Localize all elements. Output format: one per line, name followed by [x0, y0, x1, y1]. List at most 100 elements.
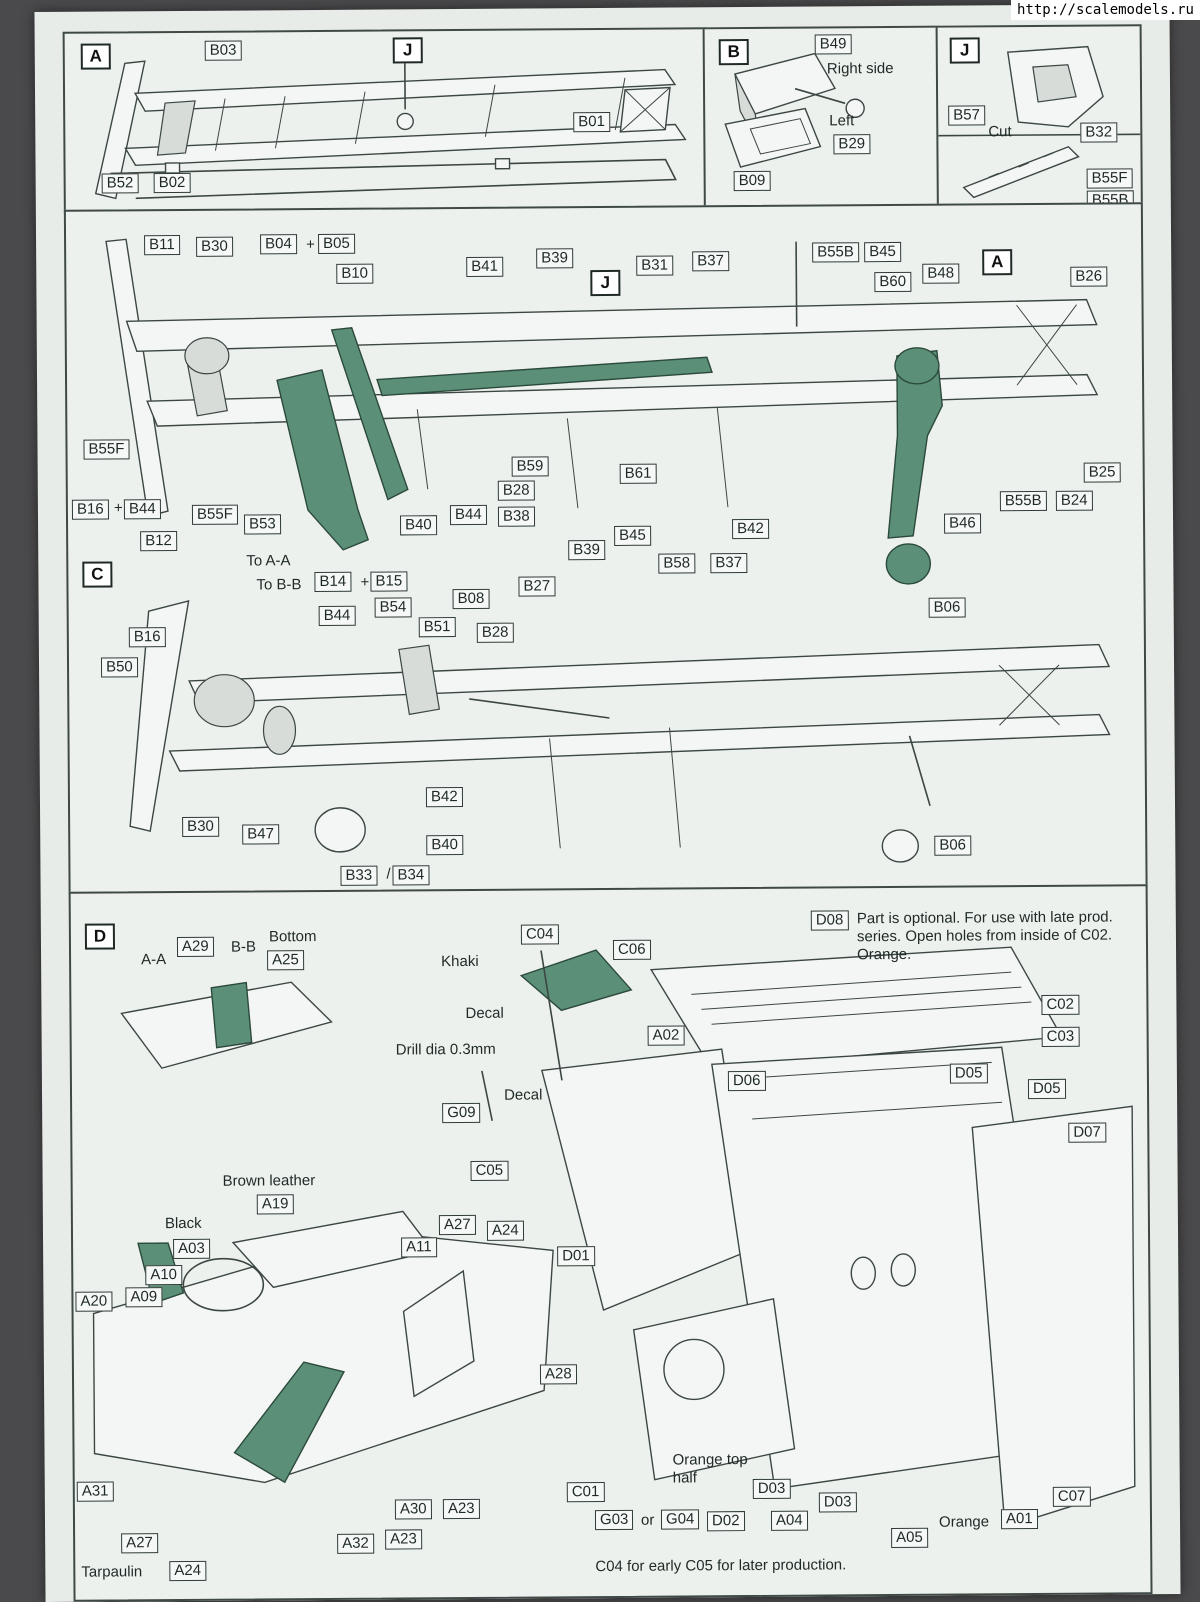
part-label: D03 — [752, 1478, 791, 1500]
part-label: B40 — [399, 515, 437, 536]
part-label: B32 — [1080, 122, 1118, 143]
brown-leather-note: Brown leather — [222, 1172, 316, 1190]
part-label: B55F — [1086, 168, 1133, 189]
part-label: B09 — [733, 170, 771, 192]
part-label: B28 — [476, 622, 514, 643]
j-reference-box: J — [590, 269, 621, 297]
part-label: B30 — [182, 816, 219, 837]
part-label: C02 — [1041, 994, 1080, 1015]
part-label: B46 — [943, 513, 981, 534]
decal-note: Decal — [465, 1004, 504, 1022]
part-label: B06 — [934, 835, 972, 856]
part-label: A24 — [169, 1560, 207, 1582]
part-label: A24 — [486, 1220, 524, 1241]
part-label: B41 — [466, 256, 504, 277]
part-label: C03 — [1041, 1026, 1080, 1047]
step-a-box: A — [80, 43, 111, 70]
part-label: G03 — [594, 1509, 634, 1531]
part-label: B53 — [243, 514, 281, 535]
part-label: B16 — [128, 627, 166, 648]
part-label: B37 — [710, 553, 748, 574]
orange-top-half-note: Orange top half — [672, 1451, 748, 1487]
instruction-sheet: A J B03 B01 B52 B02 B B49 Right side Lef… — [34, 4, 1181, 1602]
part-label: B33 — [340, 865, 378, 886]
tarpaulin-note: Tarpaulin — [81, 1563, 143, 1581]
part-label: A20 — [75, 1291, 113, 1312]
panel-d: D A-A A29 B-B Bottom A25 C04 Khaki C06 D… — [68, 884, 1153, 1602]
part-label: D02 — [706, 1511, 745, 1532]
part-label: A23 — [442, 1498, 480, 1520]
left-note: Left — [829, 112, 855, 130]
part-label: B57 — [948, 105, 985, 126]
part-label: A27 — [121, 1533, 158, 1554]
part-label: D01 — [557, 1246, 595, 1267]
part-label: B15 — [370, 571, 408, 592]
part-label: B06 — [928, 597, 966, 618]
part-label: B51 — [418, 617, 456, 638]
part-label: B27 — [518, 576, 556, 597]
panel-main-assembly: A J B11 B30 B04 + B05 B10 B41 B39 B31 B3… — [63, 202, 1148, 896]
black-note: Black — [164, 1214, 202, 1233]
part-label: C04 — [520, 924, 559, 945]
panel-b: B B49 Right side Left B29 B09 — [702, 25, 941, 210]
plus-sign: + — [113, 499, 123, 517]
part-label: B50 — [100, 657, 138, 678]
part-label: B30 — [196, 236, 233, 257]
part-label: B61 — [619, 463, 657, 484]
part-label: A32 — [337, 1533, 374, 1554]
part-label: B05 — [318, 233, 355, 255]
part-label: B55F — [83, 439, 130, 460]
plus-sign: + — [360, 573, 370, 591]
part-label: B25 — [1083, 462, 1121, 483]
panel-a: A J B03 B01 B52 B02 — [62, 27, 708, 214]
part-label: B02 — [153, 172, 191, 194]
part-label: D05 — [1027, 1078, 1066, 1100]
part-label: B39 — [568, 540, 606, 561]
part-label: A29 — [176, 936, 214, 958]
part-label: B42 — [732, 518, 769, 540]
part-label: G09 — [442, 1102, 481, 1124]
part-label: A23 — [385, 1529, 422, 1550]
part-label: B44 — [123, 499, 161, 520]
orange-note: Orange — [938, 1513, 990, 1531]
part-label: B58 — [658, 553, 696, 574]
part-label: B26 — [1070, 266, 1108, 287]
part-label: A01 — [1000, 1509, 1038, 1530]
part-label: B55F — [191, 504, 238, 525]
part-label: B44 — [318, 605, 356, 627]
part-label: B08 — [452, 588, 490, 610]
part-label: B24 — [1055, 490, 1093, 511]
part-label: B55B — [999, 490, 1047, 512]
part-label: B28 — [497, 480, 535, 501]
part-label: B14 — [314, 571, 352, 593]
part-label: B04 — [260, 234, 297, 255]
part-label: B45 — [864, 241, 901, 263]
decal-note: Decal — [503, 1086, 543, 1104]
part-label: B16 — [71, 499, 109, 520]
step-d-box: D — [84, 923, 116, 950]
optional-part-note: Part is optional. For use with late prod… — [856, 908, 1113, 964]
part-label: B11 — [144, 234, 180, 256]
part-label: B60 — [874, 271, 912, 293]
fuel-tank-drawing — [724, 52, 865, 168]
part-label: B31 — [636, 255, 674, 276]
part-label: A11 — [401, 1237, 437, 1258]
part-label: D05 — [949, 1063, 988, 1084]
part-label: C07 — [1052, 1486, 1091, 1507]
watermark-url[interactable]: http://scalemodels.ru — [1010, 0, 1200, 20]
part-label: A05 — [891, 1527, 928, 1549]
gearbox-drawing — [938, 45, 1141, 199]
part-label: B54 — [374, 597, 412, 618]
part-label: B29 — [833, 134, 871, 155]
section-bb-label: B-B — [230, 938, 257, 956]
step-b-box: B — [718, 38, 749, 66]
to-aa-note: To A-A — [246, 552, 291, 570]
plus-sign: + — [306, 236, 315, 254]
part-label: D03 — [818, 1492, 857, 1513]
part-label: B42 — [425, 787, 463, 808]
part-label: B12 — [140, 531, 177, 552]
bottom-note: Bottom — [268, 928, 317, 946]
a-reference-box: A — [982, 249, 1013, 276]
khaki-note: Khaki — [441, 952, 479, 971]
part-label: A04 — [770, 1510, 808, 1531]
